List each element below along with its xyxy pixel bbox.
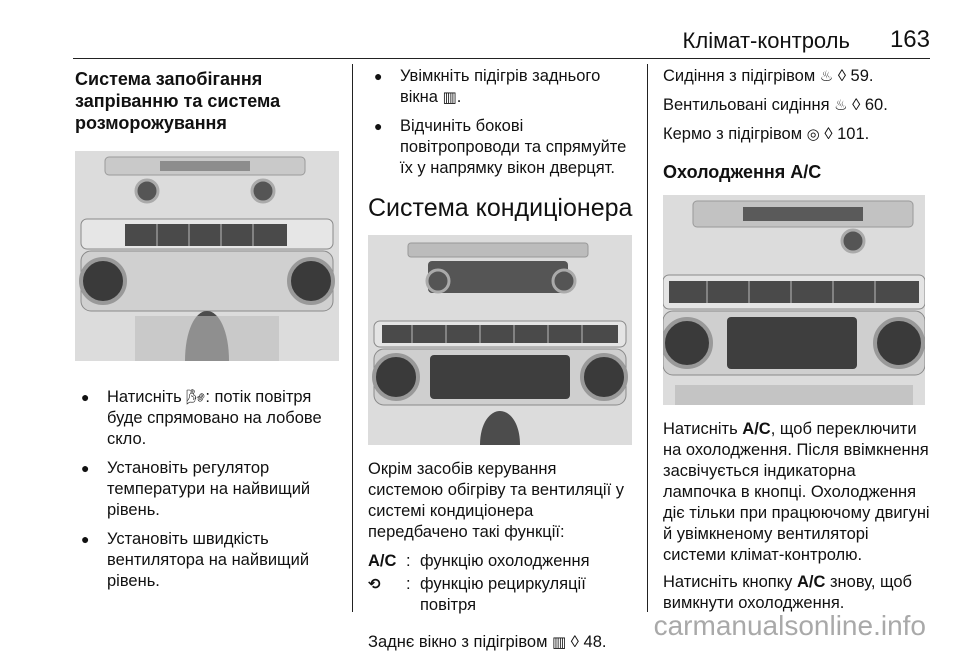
reference-text: Сидіння з підігрівом xyxy=(663,67,820,85)
ac-key: A/C xyxy=(742,420,771,438)
rear-window-reference: Заднє вікно з підігрівом ▥ ◊ 48. xyxy=(368,632,636,653)
ac-on-paragraph: Натисніть A/C, щоб переключити на охолод… xyxy=(663,419,931,566)
column-1: Система запобігання запріванню та систем… xyxy=(75,64,340,600)
bullet-marker: ● xyxy=(81,460,90,476)
column-divider-2 xyxy=(647,64,648,612)
bullet-tail: . xyxy=(456,88,462,106)
recirculation-icon: ⟲ xyxy=(368,575,381,593)
ac-off-paragraph: Натисніть кнопку A/C знову, щоб вимкнути… xyxy=(663,572,931,614)
column-2: ● Увімкніть підігрів заднього вікна ▥. ●… xyxy=(368,64,636,661)
climate-panel-photo-2 xyxy=(368,235,632,445)
header-rule xyxy=(73,58,930,59)
heated-steering-icon: ◎ xyxy=(806,125,820,143)
para-lead: Натисніть кнопку xyxy=(663,573,797,591)
column-3: Сидіння з підігрівом ♨ ◊ 59. Вентильован… xyxy=(663,64,931,622)
defog-bullet-list: ● Натисніть 🌬: потік повітря буде спрямо… xyxy=(75,387,340,592)
heated-seat-icon: ♨ xyxy=(819,67,834,85)
bullet-text: Відчиніть бокові повітропроводи та спрям… xyxy=(400,117,627,177)
ventilated-seats-reference: Вентильовані сидіння ♨ ◊ 60. xyxy=(663,95,931,116)
reference-text: Кермо з підігрівом xyxy=(663,125,807,143)
reference-text: Заднє вікно з підігрівом xyxy=(368,633,552,651)
bullet-marker: ● xyxy=(81,531,90,547)
ac-key: A/C xyxy=(796,573,826,591)
def-colon: : xyxy=(406,552,411,570)
page-reference: ◊ 60. xyxy=(852,96,888,114)
section-heading-defog: Система запобігання запріванню та систем… xyxy=(75,69,281,133)
bullet-marker: ● xyxy=(374,118,383,134)
watermark: carmanualsonline.info xyxy=(653,610,926,641)
ac-key: A/C xyxy=(368,552,397,570)
climate-panel-photo-1 xyxy=(75,151,339,361)
para-text: знову, щоб вимкнути охолодження. xyxy=(663,573,912,612)
def-colon: : xyxy=(406,575,411,593)
definition-row-ac: A/C : функцію охолодження xyxy=(368,551,636,572)
ac-intro-paragraph: Окрім засобів керування системою обігрів… xyxy=(368,460,625,541)
heated-seats-reference: Сидіння з підігрівом ♨ ◊ 59. xyxy=(663,66,931,87)
section-heading-ac-cooling: Охолодження A/C xyxy=(663,162,822,182)
bullet-text: Установіть регулятор температури на найв… xyxy=(107,459,311,519)
page-number: 163 xyxy=(889,26,930,53)
rear-window-heat-icon: ▥ xyxy=(552,633,567,651)
bullet-text: : потік повітря буде спрямовано на лобов… xyxy=(107,388,322,448)
bullet-text: Установіть швидкість вентилятора на найв… xyxy=(107,530,310,590)
list-item: ● Відчиніть бокові повітропроводи та спр… xyxy=(368,116,636,179)
bullet-marker: ● xyxy=(81,389,90,405)
heated-steering-reference: Кермо з підігрівом ◎ ◊ 101. xyxy=(663,124,931,145)
para-text: , щоб переключити на охолодження. Після … xyxy=(663,420,930,564)
list-item: ● Установіть регулятор температури на на… xyxy=(75,458,340,521)
bullet-text: Увімкніть підігрів заднього вікна xyxy=(400,67,601,106)
bullet-marker: ● xyxy=(374,68,383,84)
reference-text: Вентильовані сидіння xyxy=(663,96,835,114)
list-item: ● Установіть швидкість вентилятора на на… xyxy=(75,529,340,592)
para-lead: Натисніть xyxy=(663,420,743,438)
column-divider-1 xyxy=(352,64,353,612)
rear-window-heat-icon: ▥ xyxy=(442,88,457,106)
ventilated-seat-icon: ♨ xyxy=(834,96,848,114)
section-heading-ac-system: Система кондиціонера xyxy=(368,194,633,222)
page-header-title: Клімат-контроль xyxy=(682,28,850,53)
page-reference: ◊ 59. xyxy=(837,67,874,85)
def-value: функцію рециркуляції повітря xyxy=(420,575,586,614)
windshield-air-icon: 🌬 xyxy=(186,388,206,406)
definition-row-recirculation: ⟲ : функцію рециркуляції повітря xyxy=(368,574,636,616)
def-value: функцію охолодження xyxy=(420,552,590,570)
page-reference: ◊ 101. xyxy=(824,125,870,143)
bullet-text-lead: Натисніть xyxy=(107,388,187,406)
list-item: ● Натисніть 🌬: потік повітря буде спрямо… xyxy=(75,387,340,450)
list-item: ● Увімкніть підігрів заднього вікна ▥. xyxy=(368,66,636,108)
page-reference: ◊ 48. xyxy=(570,633,607,651)
climate-panel-photo-3 xyxy=(663,195,925,405)
